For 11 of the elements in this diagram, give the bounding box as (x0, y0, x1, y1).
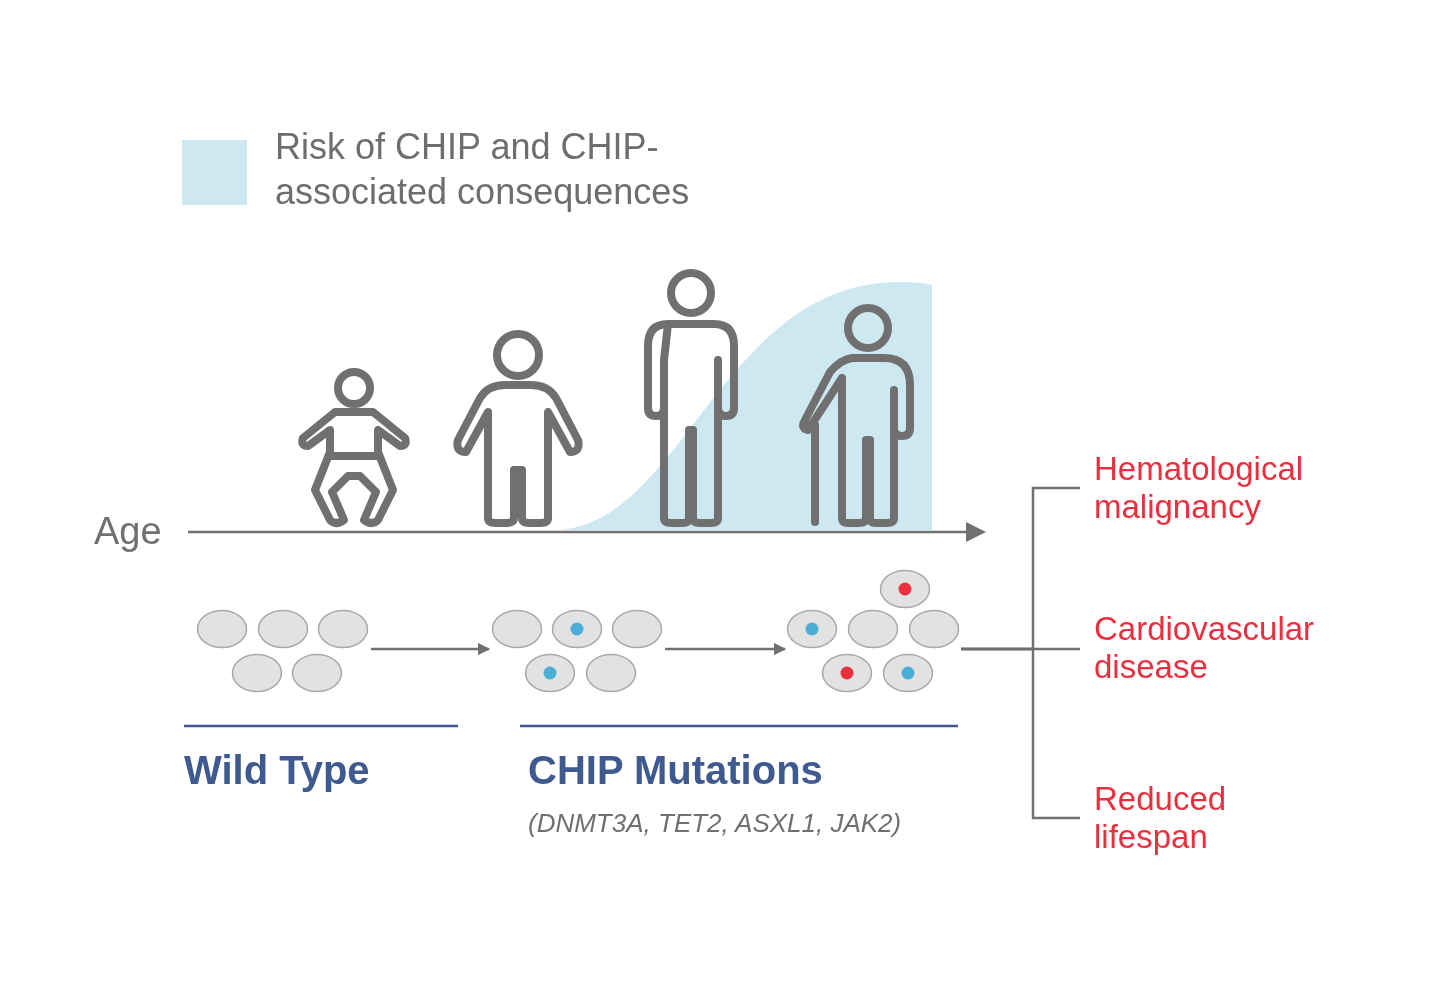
axis-label: Age (94, 510, 162, 553)
outcome-label: Cardiovascular disease (1080, 610, 1342, 686)
group-label: Wild Type (184, 748, 370, 793)
bracket-line (961, 647, 1080, 820)
group-label: CHIP Mutations (528, 748, 823, 793)
gene-list: (DNMT3A, TET2, ASXL1, JAK2) (528, 808, 902, 839)
outcome-label: Hematological malignancy (1080, 450, 1342, 526)
arrow (665, 642, 787, 656)
arrow (371, 642, 491, 656)
legend-label: Risk of CHIP and CHIP-associated consequences (275, 125, 691, 214)
outcome-label: Reduced lifespan (1080, 780, 1342, 856)
